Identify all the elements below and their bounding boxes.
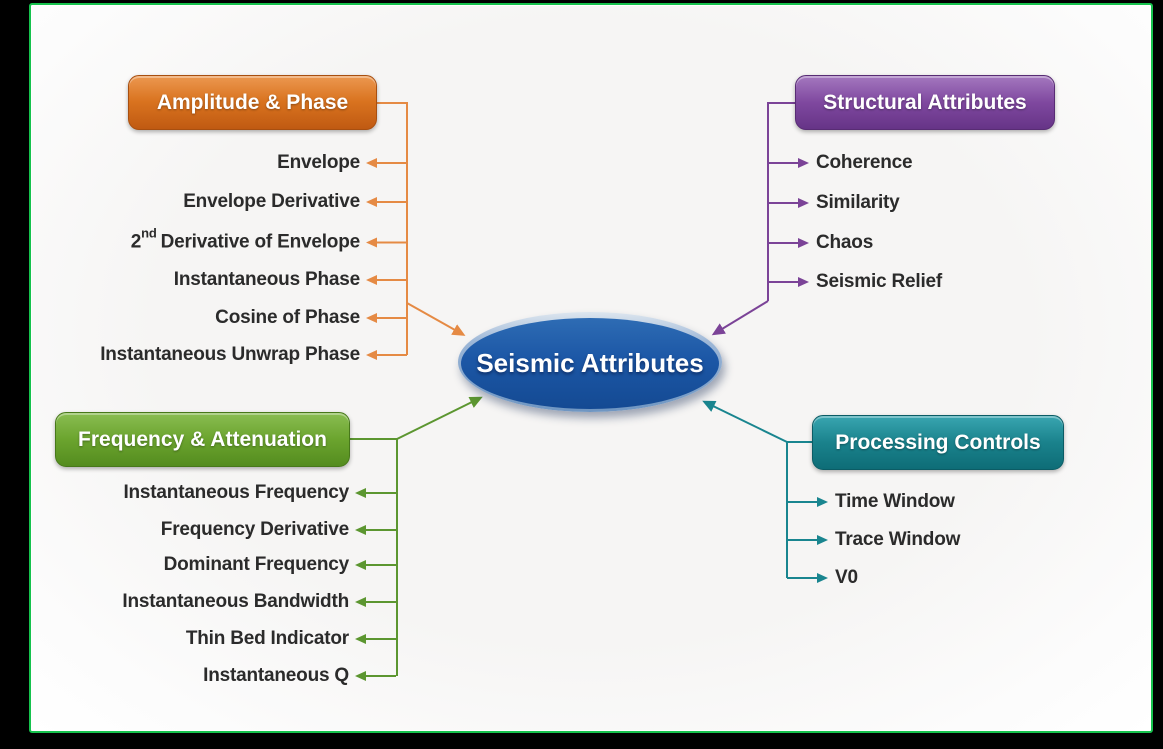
item-v0: V0: [787, 567, 858, 589]
item-label: Instantaneous Phase: [173, 269, 360, 290]
item-envelope: Envelope: [277, 152, 407, 174]
connector-line: [366, 529, 396, 531]
group-box-frequency-attenuation: Frequency & Attenuation: [55, 412, 350, 467]
item-time-window: Time Window: [787, 491, 955, 513]
item-label: Envelope: [277, 152, 360, 173]
item-label: Instantaneous Q: [203, 665, 349, 686]
item-chaos: Chaos: [768, 232, 873, 254]
arrowhead-right-icon: [798, 277, 809, 287]
arrowhead-left-icon: [355, 525, 366, 535]
item-label: Trace Window: [835, 529, 961, 550]
arrowhead-left-icon: [366, 197, 377, 207]
item-dominant-frequency: Dominant Frequency: [164, 554, 396, 576]
item-seismic-relief: Seismic Relief: [768, 271, 942, 293]
item-similarity: Similarity: [768, 192, 900, 214]
connector-line: [366, 564, 396, 566]
item-label: Seismic Relief: [816, 271, 943, 292]
arrowhead-left-icon: [366, 275, 377, 285]
arrowhead-left-icon: [355, 634, 366, 644]
arrowhead-right-icon: [798, 198, 809, 208]
connector-line: [377, 162, 407, 164]
arrowhead-left-icon: [355, 560, 366, 570]
arrowhead-left-icon: [355, 671, 366, 681]
item-label: Frequency Derivative: [160, 519, 349, 540]
arrowhead-right-icon: [817, 497, 828, 507]
group-title: Frequency & Attenuation: [78, 427, 327, 451]
arrowhead-left-icon: [366, 158, 377, 168]
item-label: Cosine of Phase: [215, 307, 360, 328]
group-box-amplitude-phase: Amplitude & Phase: [128, 75, 377, 130]
item-instantaneous-phase: Instantaneous Phase: [174, 269, 407, 291]
item-label: Instantaneous Frequency: [123, 482, 349, 503]
item-cosine-of-phase: Cosine of Phase: [215, 307, 407, 329]
item-instantaneous-frequency: Instantaneous Frequency: [123, 482, 396, 504]
arrowhead-right-icon: [798, 238, 809, 248]
arrowhead-right-icon: [817, 573, 828, 583]
item-label: Coherence: [816, 152, 913, 173]
connector-line: [377, 279, 407, 281]
group-box-structural-attributes: Structural Attributes: [795, 75, 1055, 130]
item-label: Envelope Derivative: [183, 191, 360, 212]
connector-line: [366, 675, 396, 677]
connector-line: [768, 202, 798, 204]
connector-line: [377, 354, 407, 356]
arrowhead-left-icon: [366, 313, 377, 323]
arrowhead-left-icon: [355, 597, 366, 607]
arrowhead-left-icon: [366, 350, 377, 360]
connector-line: [366, 601, 396, 603]
connector-line: [787, 577, 817, 579]
arrowhead-left-icon: [355, 488, 366, 498]
item-label: Thin Bed Indicator: [185, 628, 349, 649]
item-label: Instantaneous Unwrap Phase: [100, 344, 360, 365]
item-envelope-derivative: Envelope Derivative: [183, 191, 407, 213]
center-node-label: Seismic Attributes: [476, 348, 704, 378]
group-title: Amplitude & Phase: [156, 90, 349, 114]
item-label: Time Window: [835, 491, 955, 512]
item-label: Dominant Frequency: [163, 554, 350, 575]
item-thin-bed-indicator: Thin Bed Indicator: [186, 628, 396, 650]
item-label: Similarity: [816, 192, 900, 213]
connector-line: [366, 492, 396, 494]
item-instantaneous-bandwidth: Instantaneous Bandwidth: [122, 591, 396, 613]
center-node-fill: Seismic Attributes: [461, 318, 719, 409]
connector-line: [366, 638, 396, 640]
item-instantaneous-unwrap-phase: Instantaneous Unwrap Phase: [100, 344, 407, 366]
item-label: V0: [835, 567, 858, 588]
connector-line: [377, 241, 407, 243]
arrowhead-right-icon: [817, 535, 828, 545]
center-node-seismic-attributes: Seismic Attributes: [458, 312, 722, 412]
connector-line: [787, 501, 817, 503]
arrowhead-left-icon: [366, 237, 377, 247]
group-box-processing-controls: Processing Controls: [812, 415, 1064, 470]
item-coherence: Coherence: [768, 152, 913, 174]
connector-line: [377, 201, 407, 203]
item-frequency-derivative: Frequency Derivative: [161, 519, 396, 541]
group-title: Processing Controls: [835, 430, 1041, 454]
connector-line: [787, 539, 817, 541]
connector-line: [768, 281, 798, 283]
connector-line: [377, 317, 407, 319]
arrowhead-right-icon: [798, 158, 809, 168]
item-instantaneous-q: Instantaneous Q: [203, 665, 396, 687]
group-title: Structural Attributes: [823, 90, 1027, 114]
connector-line: [768, 162, 798, 164]
item-label: Chaos: [816, 232, 874, 253]
item-label: Instantaneous Bandwidth: [122, 591, 349, 612]
item-trace-window: Trace Window: [787, 529, 960, 551]
connector-line: [768, 242, 798, 244]
